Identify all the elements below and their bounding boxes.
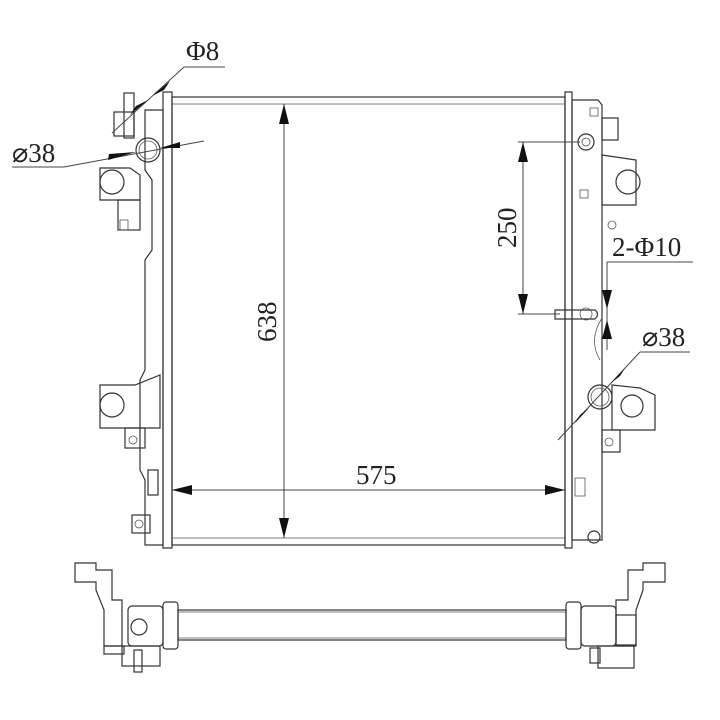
width-label: 575	[356, 460, 397, 490]
filler-label: Φ8	[186, 36, 219, 66]
mounting-pin-label: 2-Φ10	[612, 232, 681, 262]
width-dimension: 575	[172, 460, 565, 495]
outlet-label: ⌀38	[642, 322, 685, 352]
front-view: 638 575 250 2-Φ10	[12, 36, 693, 549]
height-dimension: 638	[252, 104, 289, 538]
inlet-callout: ⌀38	[12, 138, 205, 168]
port-spacing-label: 250	[492, 208, 522, 249]
mounting-pin-callout: 2-Φ10	[602, 232, 693, 350]
bottom-view	[74, 562, 666, 673]
filler-callout: Φ8	[111, 36, 225, 134]
height-label: 638	[252, 302, 282, 343]
outlet-callout: ⌀38	[557, 322, 690, 441]
left-tank	[99, 91, 173, 549]
inlet-label: ⌀38	[12, 138, 55, 168]
port-spacing-dimension: 250	[492, 141, 580, 315]
bottom-core	[177, 609, 567, 641]
right-tank	[554, 91, 656, 549]
